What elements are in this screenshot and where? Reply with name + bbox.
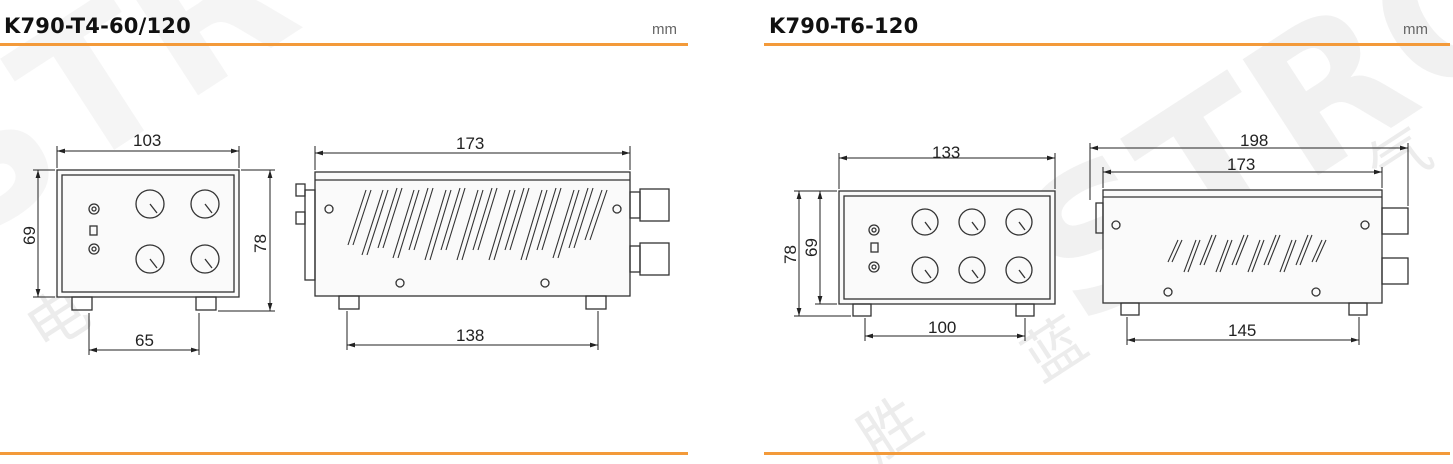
dim-front-height: 69 — [20, 226, 39, 245]
dim-front-overall-height: 78 — [781, 245, 800, 264]
panel-k790-t6: K790-T6-120 mm — [762, 0, 1453, 464]
footer-divider — [0, 452, 688, 455]
dim-front-feet: 100 — [928, 318, 956, 337]
side-dims-t6 — [1089, 143, 1409, 345]
footer-divider — [764, 452, 1450, 455]
dim-front-height: 69 — [802, 238, 821, 257]
dim-side-overall-length: 198 — [1240, 131, 1268, 150]
model-title: K790-T4-60/120 — [4, 14, 191, 38]
dim-side-feet: 138 — [456, 326, 484, 345]
dim-side-length: 173 — [456, 134, 484, 153]
panel-k790-t4: K790-T4-60/120 mm — [0, 0, 690, 464]
dim-front-width: 133 — [932, 143, 960, 162]
side-view-t4 — [295, 171, 670, 310]
side-dims-t4 — [314, 146, 631, 350]
header-divider — [0, 43, 688, 46]
unit-label: mm — [652, 21, 677, 38]
front-view-t4 — [56, 169, 240, 311]
front-dims-t4 — [33, 146, 275, 355]
model-title: K790-T6-120 — [769, 14, 919, 38]
dim-front-width: 103 — [133, 131, 161, 150]
dim-front-feet: 65 — [135, 331, 154, 350]
front-dims-t6 — [794, 153, 1056, 341]
side-view-t6 — [1095, 189, 1409, 316]
dim-side-length: 173 — [1227, 155, 1255, 174]
dim-side-feet: 145 — [1228, 321, 1256, 340]
front-view-t6 — [838, 190, 1056, 317]
header-divider — [764, 43, 1450, 46]
unit-label: mm — [1403, 21, 1428, 38]
dim-front-overall-height: 78 — [251, 234, 270, 253]
